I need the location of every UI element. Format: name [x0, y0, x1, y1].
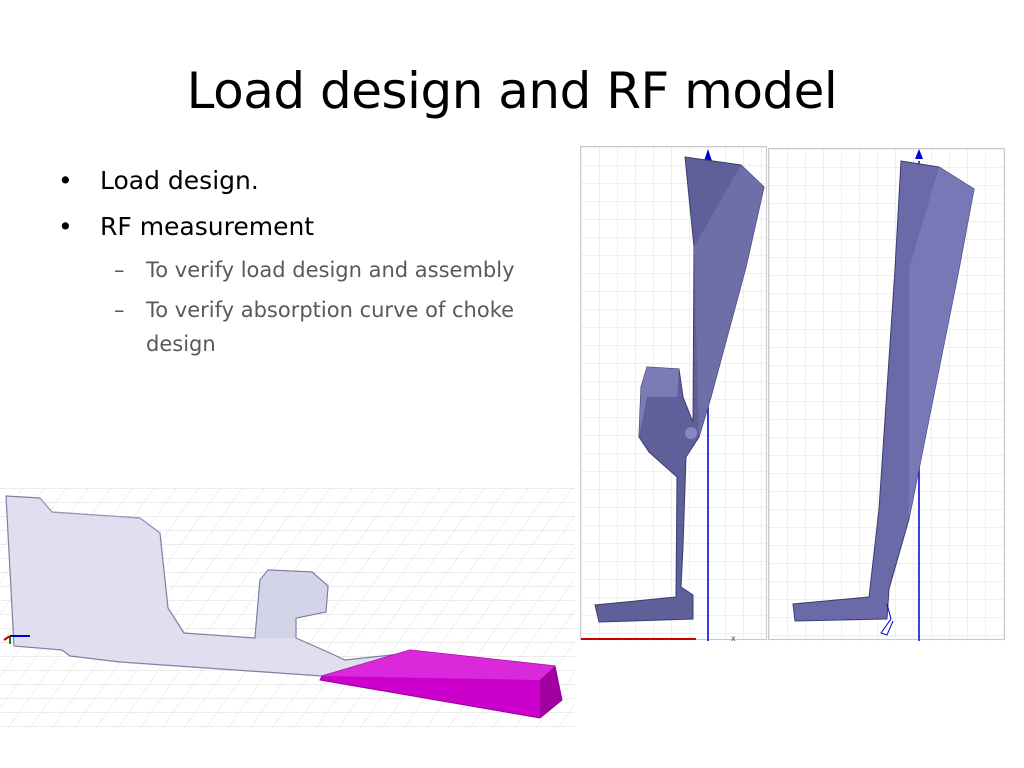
bullet-marker: •: [58, 166, 73, 195]
slide-title: Load design and RF model: [186, 62, 838, 120]
bullet-text: RF measurement: [100, 212, 315, 241]
bullet-item: • Load design.: [58, 165, 558, 197]
sub-bullet-item: – To verify load design and assembly: [58, 253, 556, 287]
bullet-item: • RF measurement: [58, 211, 558, 243]
bullet-text: Load design.: [100, 166, 259, 195]
rf-model-image-right: [768, 148, 1006, 641]
axis-x-label: x: [731, 634, 736, 641]
load-design-model-image: [0, 488, 575, 728]
sub-bullet-item: – To verify absorption curve of choke de…: [58, 293, 556, 361]
sub-bullet-text: To verify load design and assembly: [146, 258, 515, 282]
sub-bullet-text: To verify absorption curve of choke desi…: [146, 298, 515, 356]
bullet-marker: •: [58, 212, 73, 241]
rf-model-image-left: x: [580, 146, 768, 641]
bullet-list: • Load design. • RF measurement – To ver…: [58, 165, 558, 361]
sub-bullet-marker: –: [114, 258, 125, 282]
sub-bullet-marker: –: [114, 298, 125, 322]
